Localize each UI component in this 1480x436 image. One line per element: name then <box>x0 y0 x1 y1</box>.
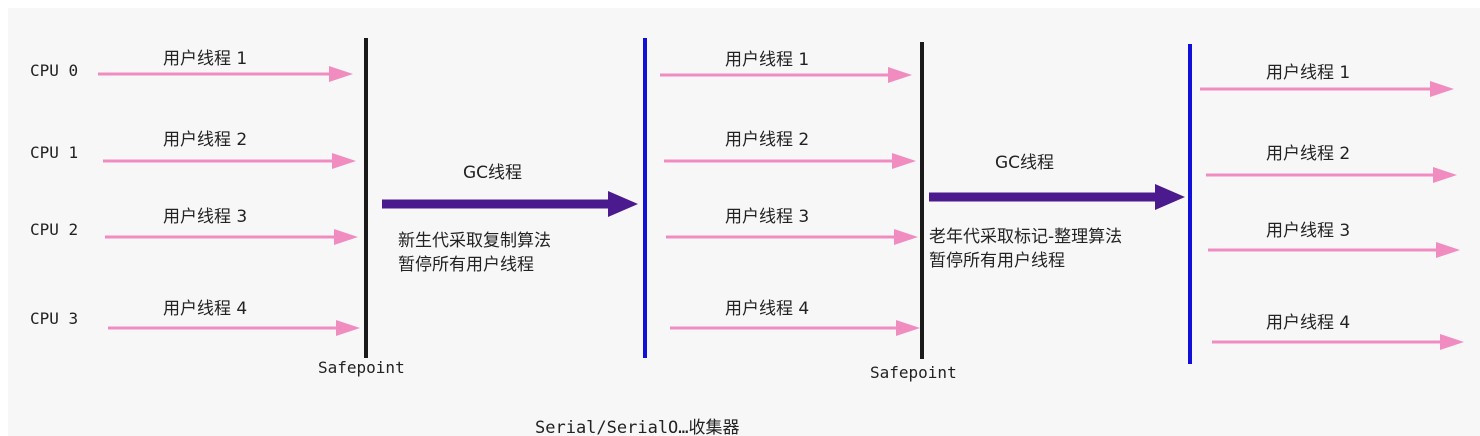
gc-thread-arrow-head <box>608 191 638 217</box>
cpu-label: CPU 3 <box>30 309 78 328</box>
user-thread-arrow <box>108 320 360 336</box>
user-thread-arrow-head <box>1436 242 1460 258</box>
user-thread-arrow <box>666 229 918 245</box>
user-thread-arrow-head <box>896 320 920 336</box>
user-thread-label: 用户线程 2 <box>1266 144 1350 164</box>
user-thread-arrow <box>103 153 356 169</box>
diagram-canvas: CPU 0 CPU 1 CPU 2 CPU 3 用户线程 1 用户线程 2 用户线程 3 用户… <box>8 8 1480 436</box>
cpu-label: CPU 1 <box>30 143 78 162</box>
user-thread-arrow-head <box>892 153 916 169</box>
safepoint-label: Safepoint <box>870 363 957 382</box>
user-thread-arrow-head <box>1440 334 1464 350</box>
user-thread-arrow <box>105 229 358 245</box>
user-thread-arrow <box>1208 242 1460 258</box>
serial-collector-diagram: CPU 0 CPU 1 CPU 2 CPU 3 用户线程 1 用户线程 2 用户线程 3 用户… <box>30 38 1464 436</box>
user-thread-arrow <box>1200 81 1454 97</box>
cpu-label: CPU 2 <box>30 220 78 239</box>
user-thread-arrow <box>98 66 353 82</box>
user-thread-arrow-head <box>894 229 918 245</box>
user-thread-arrow <box>1206 167 1457 183</box>
user-thread-label: 用户线程 4 <box>725 299 809 319</box>
gc-thread-label: GC线程 <box>463 163 522 183</box>
user-thread-arrow-head <box>334 229 358 245</box>
user-thread-label: 用户线程 4 <box>163 299 247 319</box>
user-thread-arrow-head <box>336 320 360 336</box>
gc-description-line: 暂停所有用户线程 <box>929 251 1065 271</box>
user-thread-arrow <box>660 67 912 83</box>
safepoint-label: Safepoint <box>318 358 405 377</box>
gc-thread-arrow <box>929 184 1185 210</box>
user-thread-label: 用户线程 4 <box>1266 313 1350 333</box>
gc-thread-label: GC线程 <box>995 153 1054 173</box>
user-thread-label: 用户线程 2 <box>163 130 247 150</box>
user-thread-arrow-head <box>1430 81 1454 97</box>
gc-description-line: 老年代采取标记-整理算法 <box>929 227 1122 247</box>
user-thread-arrow-head <box>332 153 356 169</box>
gc-description-line: 新生代采取复制算法 <box>398 231 551 251</box>
user-thread-label: 用户线程 2 <box>725 130 809 150</box>
user-thread-label: 用户线程 1 <box>163 49 247 69</box>
user-thread-label: 用户线程 3 <box>163 207 247 227</box>
user-thread-arrow <box>670 320 920 336</box>
gc-description-line: 暂停所有用户线程 <box>398 255 534 275</box>
user-thread-label: 用户线程 1 <box>1266 63 1350 83</box>
user-thread-arrow-head <box>329 66 353 82</box>
user-thread-arrow-head <box>1433 167 1457 183</box>
user-thread-label: 用户线程 1 <box>725 50 809 70</box>
user-thread-label: 用户线程 3 <box>1266 221 1350 241</box>
user-thread-arrow <box>664 153 916 169</box>
gc-thread-arrow-head <box>1155 184 1185 210</box>
user-thread-arrow <box>1212 334 1464 350</box>
user-thread-label: 用户线程 3 <box>725 207 809 227</box>
user-thread-arrow-head <box>888 67 912 83</box>
gc-thread-arrow <box>382 191 638 217</box>
cpu-label: CPU 0 <box>30 61 78 80</box>
diagram-caption: Serial/SerialO…收集器 <box>535 418 740 436</box>
